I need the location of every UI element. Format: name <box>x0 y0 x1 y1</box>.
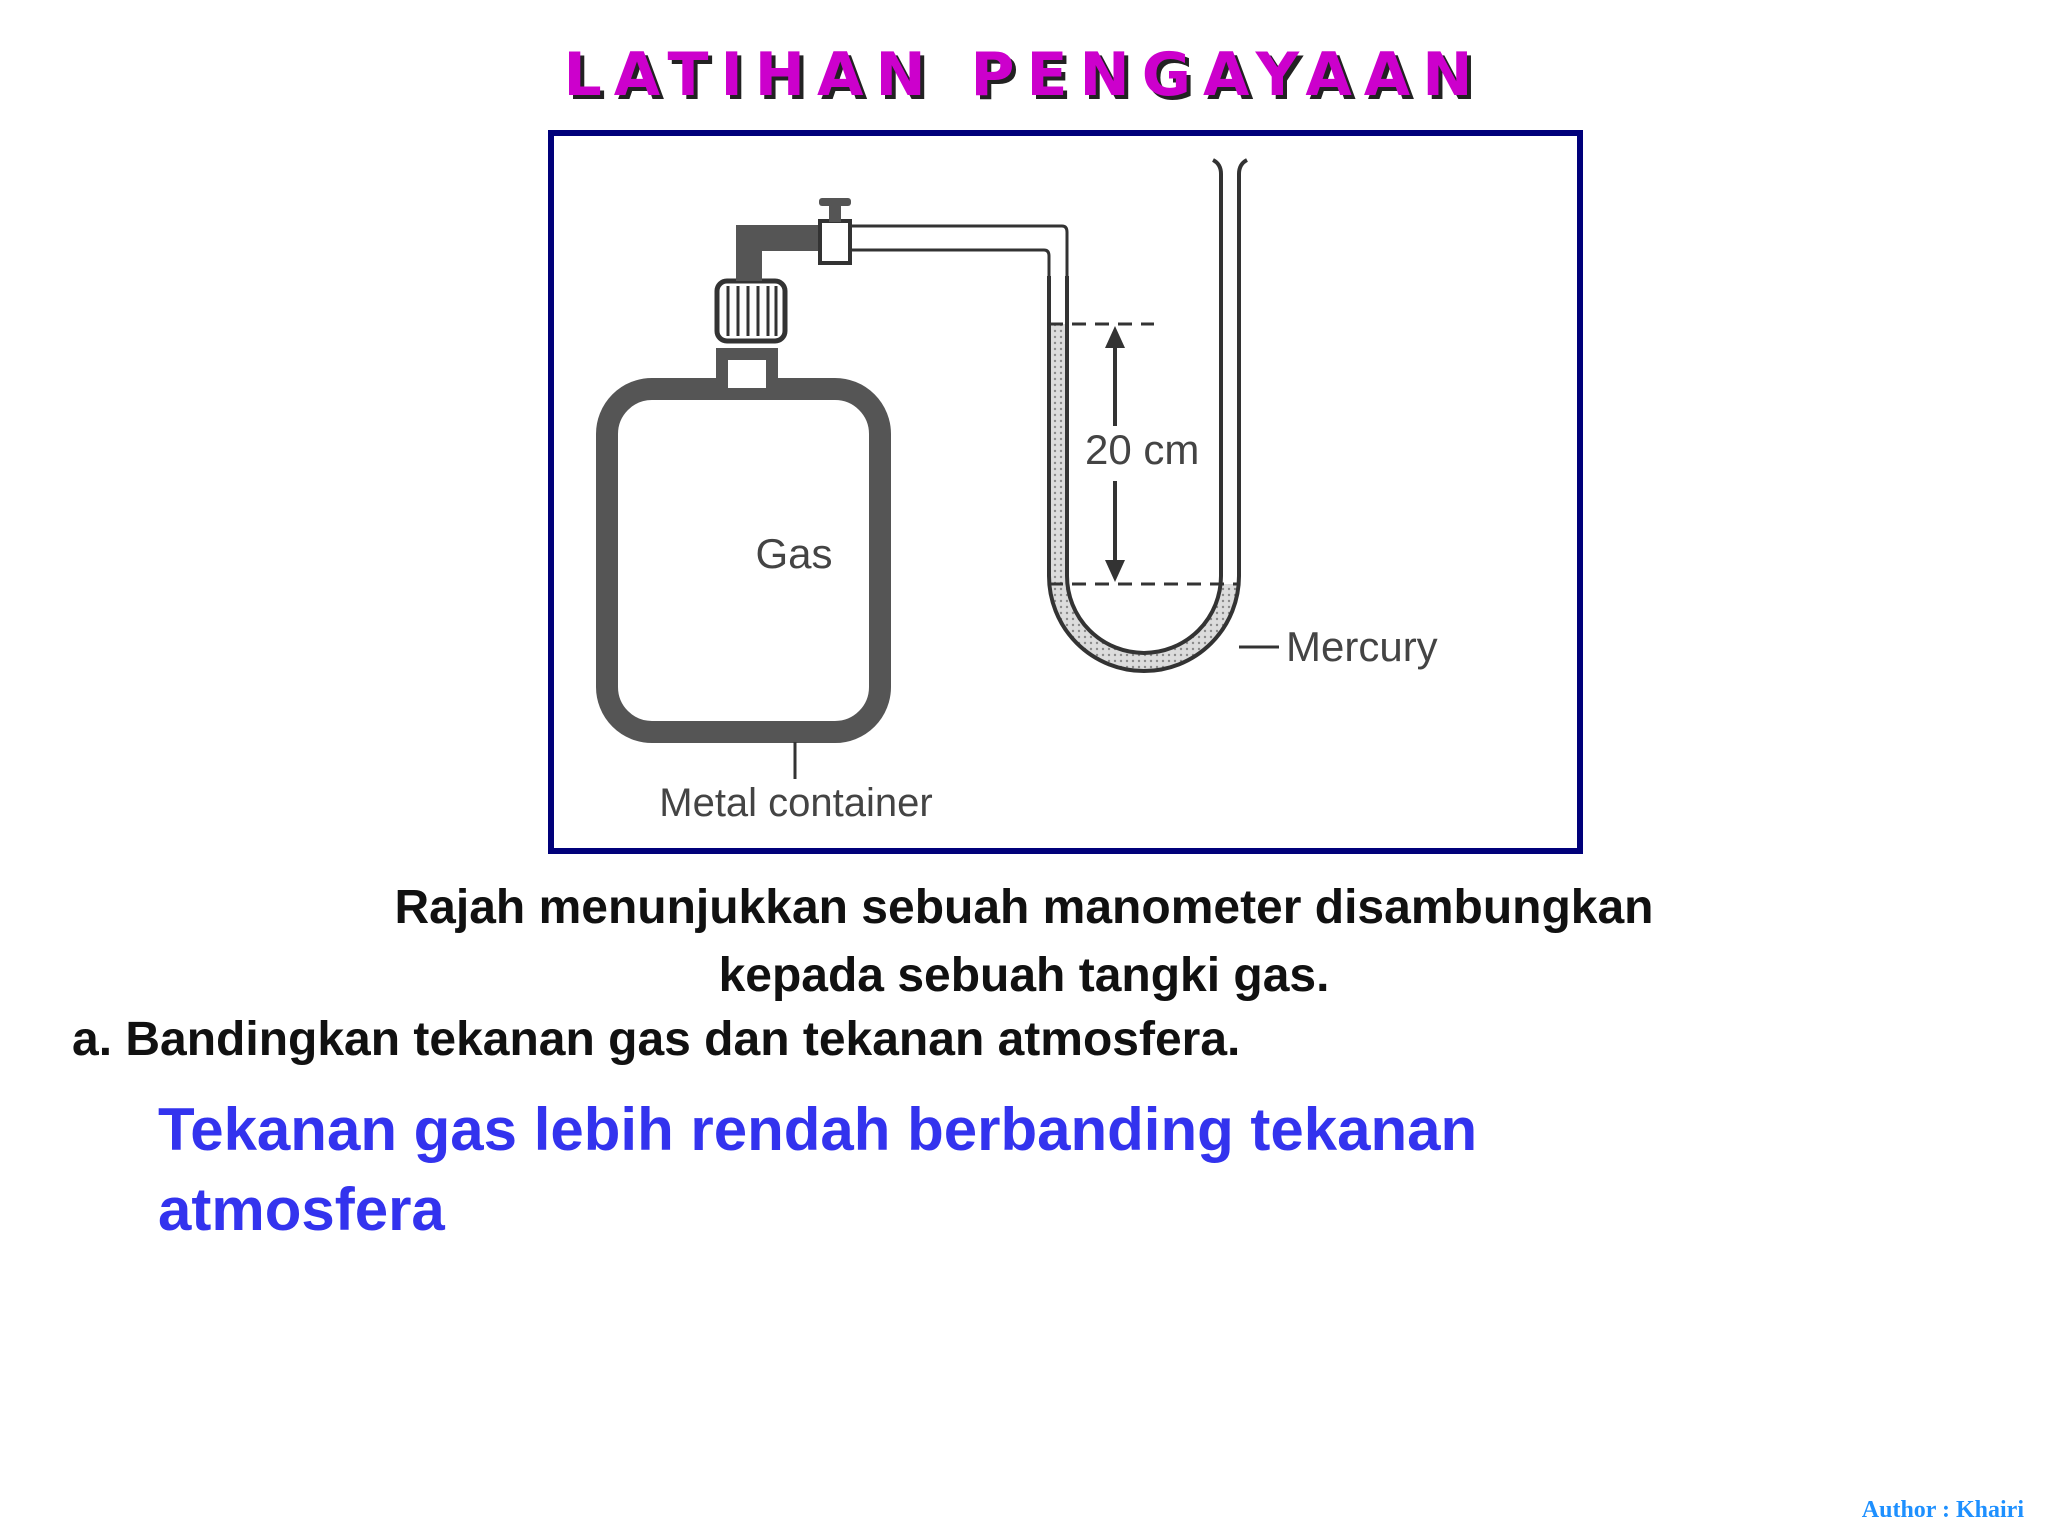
manometer-diagram: Gas 20 cm Mercury Metal container <box>596 158 1438 825</box>
container-label: Metal container <box>659 781 932 825</box>
manometer-figure: Gas 20 cm Mercury Metal container <box>548 130 1583 854</box>
slide-title: LATIHAN PENGAYAAN <box>563 40 1485 110</box>
valve <box>818 198 852 265</box>
caption-line-2: kepada sebuah tangki gas. <box>718 949 1330 1002</box>
author-credit: Author : Khairi <box>1861 1497 2024 1523</box>
container-neck <box>716 348 778 400</box>
mercury-column <box>1049 324 1239 671</box>
gas-label: Gas <box>755 530 832 577</box>
question-a: a. Bandingkan tekanan gas dan tekanan at… <box>72 1013 1241 1066</box>
u-tube <box>1047 158 1248 673</box>
height-arrow <box>1105 326 1125 582</box>
container-cap <box>714 278 788 344</box>
connecting-pipe <box>736 225 824 281</box>
height-label: 20 cm <box>1085 426 1199 473</box>
caption-line-1: Rajah menunjukkan sebuah manometer disam… <box>394 881 1654 934</box>
mercury-label: Mercury <box>1286 623 1438 670</box>
answer-text: Tekanan gas lebih rendah berbanding teka… <box>158 1096 1478 1243</box>
metal-container <box>596 378 891 743</box>
